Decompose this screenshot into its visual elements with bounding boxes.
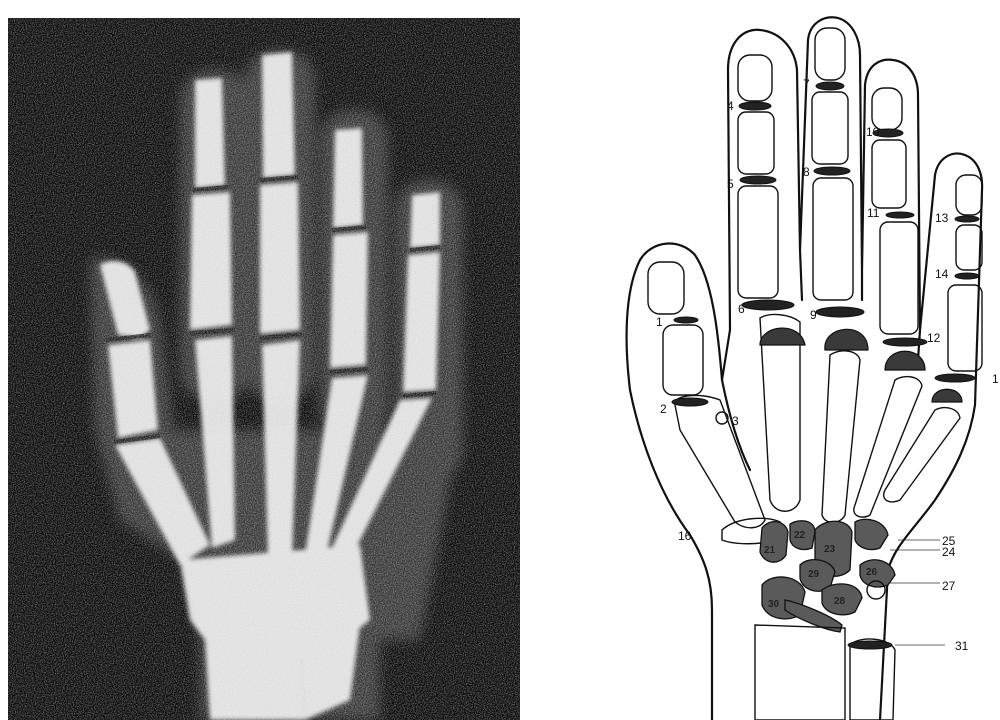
- label-5: 5: [727, 177, 734, 191]
- label-2: 2: [660, 402, 667, 416]
- label-29: 29: [808, 569, 820, 580]
- label-9: 9: [810, 308, 817, 322]
- label-10: 10: [866, 125, 880, 139]
- label-15: 1: [992, 372, 999, 386]
- label-27: 27: [942, 579, 956, 593]
- label-30: 30: [768, 599, 780, 610]
- label-6: 6: [738, 302, 745, 316]
- label-11: 11: [867, 206, 880, 220]
- label-22: 22: [794, 530, 806, 541]
- label-31: 31: [955, 639, 969, 653]
- label-23: 23: [824, 544, 836, 555]
- label-14: 14: [935, 267, 949, 281]
- label-21: 21: [764, 545, 776, 556]
- index-finger-bones: [738, 55, 805, 511]
- label-3: 3: [732, 414, 739, 428]
- label-16: 16: [678, 529, 692, 543]
- label-12: 12: [927, 331, 941, 345]
- label-4: 4: [727, 99, 734, 113]
- leader-lines: [890, 540, 945, 645]
- label-1: 1: [656, 315, 663, 329]
- label-7: 7: [803, 77, 810, 91]
- carpal-bones: [722, 518, 895, 720]
- label-28: 28: [834, 596, 846, 607]
- label-13: 13: [935, 211, 949, 225]
- label-25: 25: [942, 534, 956, 548]
- label-26: 26: [866, 567, 878, 578]
- label-8: 8: [803, 165, 810, 179]
